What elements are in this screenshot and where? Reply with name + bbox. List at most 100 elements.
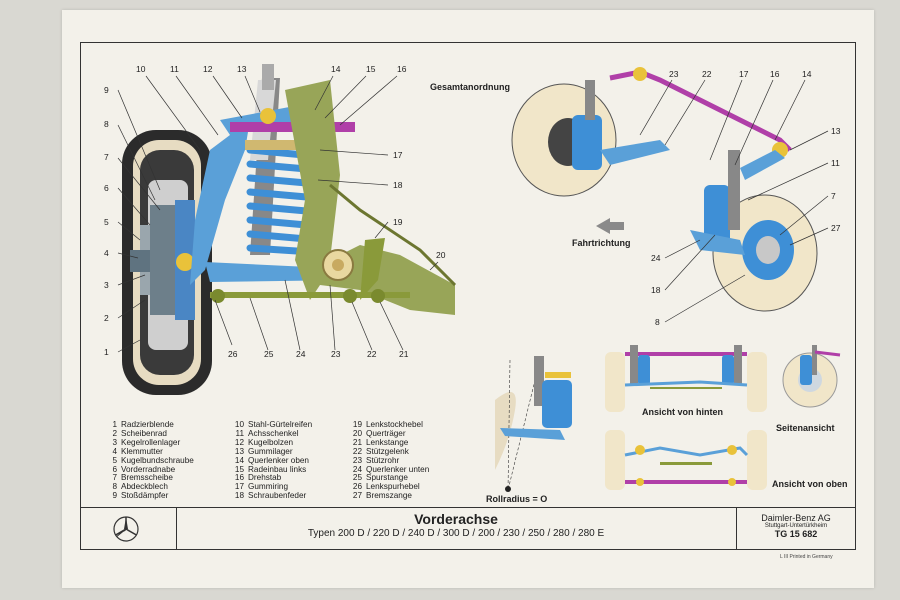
overall-callout-27: 27	[831, 223, 841, 233]
callout-7: 7	[104, 152, 109, 162]
callout-10: 10	[136, 64, 146, 74]
top-view-drawing	[605, 430, 767, 490]
callout-3: 3	[104, 280, 109, 290]
callout-14: 14	[331, 64, 341, 74]
callout-24: 24	[296, 349, 306, 359]
overall-arrangement-label: Gesamtanordnung	[430, 82, 511, 92]
callout-11: 11	[170, 64, 179, 74]
tie-rod	[210, 292, 410, 298]
overall-callout-23: 23	[669, 69, 679, 79]
company-location: Stuttgart-Untertürkheim	[764, 523, 828, 529]
company-cell: Daimler-Benz AG Stuttgart-Untertürkheim …	[736, 508, 856, 549]
side-view-drawing	[782, 345, 841, 408]
callout-18: 18	[393, 180, 403, 190]
printed-note: L III Printed in Germany	[780, 554, 833, 560]
overall-callout-18: 18	[651, 285, 661, 295]
steering-knuckle	[190, 120, 250, 285]
overall-leader-lines	[639, 79, 829, 323]
callout-15: 15	[366, 64, 376, 74]
overall-callout-16: 16	[770, 69, 780, 79]
overall-callout-13: 13	[831, 126, 841, 136]
callout-26: 26	[228, 349, 238, 359]
overall-callout-24: 24	[651, 253, 661, 263]
direction-arrow	[596, 218, 624, 234]
callout-4: 4	[104, 248, 109, 258]
overall-arrangement	[511, 67, 818, 312]
page-title: Vorderachse	[414, 511, 498, 527]
logo-cell	[81, 508, 177, 549]
mercedes-star-logo	[113, 516, 139, 542]
callout-20: 20	[436, 250, 446, 260]
rear-view-drawing	[605, 345, 767, 412]
callout-12: 12	[203, 64, 213, 74]
side-view-label: Seitenansicht	[776, 423, 835, 433]
overall-callout-22: 22	[702, 69, 712, 79]
callout-8: 8	[104, 119, 109, 129]
overall-callout-7: 7	[831, 191, 836, 201]
overall-callout-14: 14	[802, 69, 812, 79]
pitman-arm	[360, 238, 385, 300]
callout-6: 6	[104, 183, 109, 193]
callout-23: 23	[331, 349, 341, 359]
rear-view-label: Ansicht von hinten	[642, 407, 723, 417]
roll-radius-label: Rollradius = O	[486, 494, 548, 504]
main-leader-lines	[117, 75, 439, 353]
callout-2: 2	[104, 313, 109, 323]
page-subtitle: Typen 200 D / 220 D / 240 D / 300 D / 20…	[307, 528, 605, 539]
roll-radius-view	[495, 356, 572, 492]
overall-callout-8: 8	[655, 317, 660, 327]
drawing-frame	[80, 42, 856, 508]
callout-9: 9	[104, 85, 109, 95]
main-callouts: 10 11 12 13 14 15 16 9 8 7 6 5 4 3 2 1 1…	[104, 64, 446, 359]
callout-19: 19	[393, 217, 403, 227]
document-number: TG 15 682	[774, 529, 818, 539]
direction-label: Fahrtrichtung	[572, 238, 631, 248]
callout-21: 21	[399, 349, 409, 359]
overall-torsion-bar	[609, 69, 792, 152]
callout-13: 13	[237, 64, 247, 74]
callout-1: 1	[104, 347, 109, 357]
company-name: Daimler-Benz AG	[761, 513, 831, 523]
callout-16: 16	[397, 64, 407, 74]
title-block: Vorderachse Typen 200 D / 220 D / 240 D …	[80, 508, 856, 550]
top-view-label: Ansicht von oben	[772, 479, 848, 489]
callout-22: 22	[367, 349, 377, 359]
callout-25: 25	[264, 349, 274, 359]
overall-callout-17: 17	[739, 69, 749, 79]
overall-callouts: 23 22 17 16 14 13 11 7 27 24 18 8	[651, 69, 841, 327]
callout-5: 5	[104, 217, 109, 227]
main-cutaway	[122, 64, 457, 395]
overall-callout-11: 11	[831, 158, 840, 168]
callout-17: 17	[393, 150, 403, 160]
title-cell: Vorderachse Typen 200 D / 220 D / 240 D …	[176, 508, 737, 549]
